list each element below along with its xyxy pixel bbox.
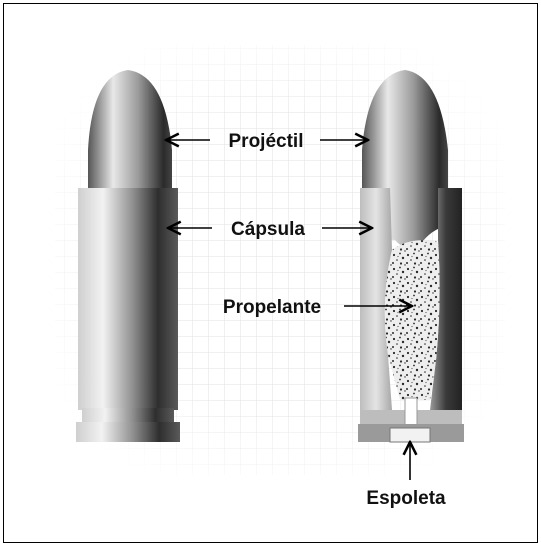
intact-cartridge (76, 70, 180, 442)
intact-casing-body (78, 188, 178, 410)
intact-casing-rim (76, 422, 180, 442)
label-propellant: Propelante (223, 297, 321, 318)
flash-hole (405, 398, 417, 426)
intact-casing-groove (82, 408, 174, 422)
label-casing: Cápsula (231, 219, 305, 240)
primer-cup (390, 428, 430, 442)
label-projectile: Projéctil (229, 131, 304, 152)
label-primer: Espoleta (366, 488, 446, 509)
